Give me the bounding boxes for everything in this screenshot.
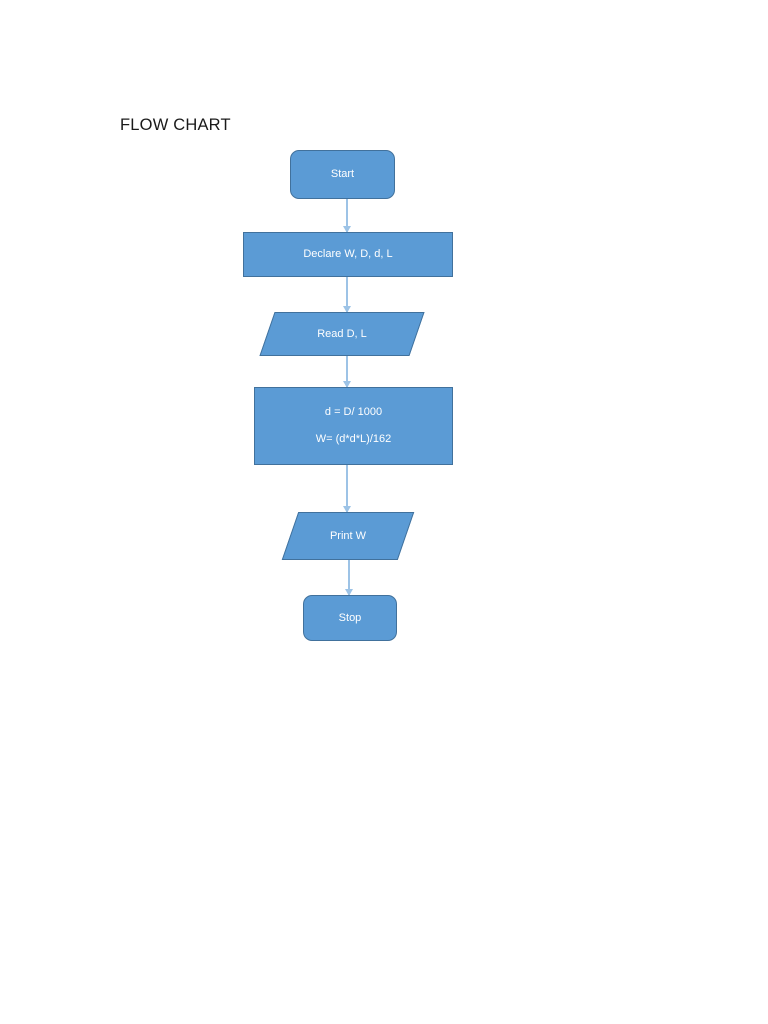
flow-node-label: Start — [330, 168, 355, 180]
arrow-head-icon — [343, 226, 351, 233]
flow-node-label: Stop — [338, 611, 362, 624]
arrow-head-icon — [343, 306, 351, 313]
flow-node-stop[interactable]: Stop — [303, 595, 397, 641]
flow-node-label: Declare W, D, d, L — [303, 248, 393, 260]
flow-node-label-wrap: Read D, L — [317, 327, 367, 342]
flow-node-declare[interactable]: Declare W, D, d, L — [243, 232, 453, 277]
flow-node-label: d = D/ 1000 — [324, 406, 383, 418]
flow-connector-print-to-stop — [345, 560, 353, 596]
flow-connector-read-to-compute — [343, 356, 351, 388]
flow-connector-declare-to-read — [343, 277, 351, 313]
flow-node-compute[interactable]: d = D/ 1000 W= (d*d*L)/162 — [254, 387, 453, 465]
flow-node-label: Read D, L — [317, 327, 367, 340]
flow-connector-compute-to-print — [343, 465, 351, 513]
arrow-head-icon — [345, 589, 353, 596]
flow-node-label: W= (d*d*L)/162 — [315, 433, 392, 445]
arrow-head-icon — [343, 506, 351, 513]
flow-node-label-wrap: Print W — [330, 529, 366, 544]
flow-connector-start-to-declare — [343, 199, 351, 233]
flow-node-read[interactable]: Read D, L — [259, 312, 425, 356]
flow-node-start[interactable]: Start — [290, 150, 395, 199]
arrow-head-icon — [343, 381, 351, 388]
page-title: FLOW CHART — [120, 116, 231, 134]
flow-node-print[interactable]: Print W — [281, 512, 415, 560]
flow-node-label: Print W — [329, 529, 367, 542]
